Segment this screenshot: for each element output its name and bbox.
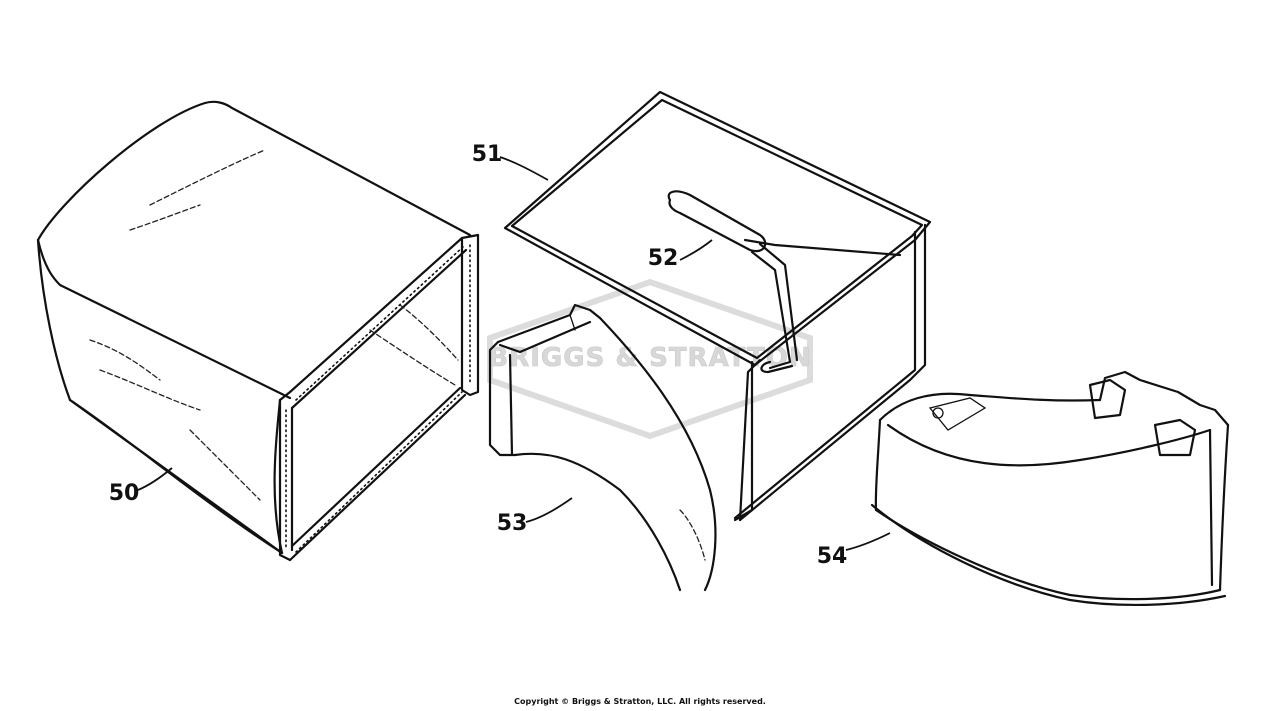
callout-51: 51	[472, 142, 549, 181]
part-54-cover	[870, 370, 1230, 607]
part-50-grass-bag	[36, 100, 480, 562]
watermark-logo: BRIGGS & STRATTON	[487, 278, 813, 440]
callout-53: 53	[497, 497, 573, 536]
callout-label-51: 51	[472, 142, 503, 167]
part-53-chute	[488, 303, 717, 592]
callout-label-53: 53	[497, 511, 528, 536]
callout-54: 54	[817, 532, 891, 569]
part-52-handle	[667, 190, 902, 374]
callout-52: 52	[648, 239, 713, 271]
part-51-frame	[503, 90, 932, 522]
callout-label-50: 50	[109, 481, 140, 506]
callout-label-52: 52	[648, 246, 679, 271]
copyright-notice: Copyright © Briggs & Stratton, LLC. All …	[514, 697, 766, 706]
callout-50: 50	[109, 467, 173, 506]
callout-label-54: 54	[817, 544, 848, 569]
watermark-text: BRIGGS & STRATTON	[488, 343, 811, 373]
